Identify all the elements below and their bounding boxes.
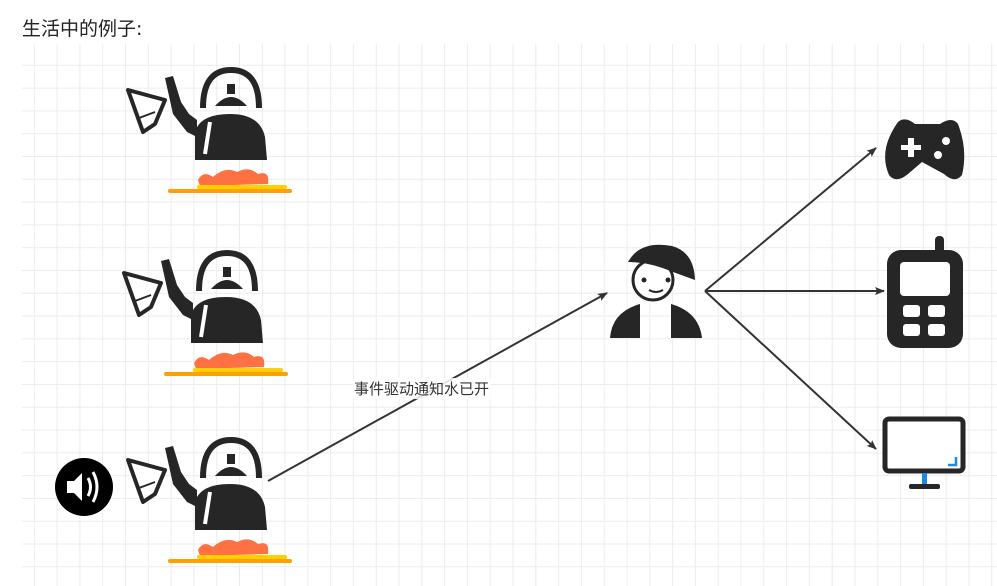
monitor-icon (882, 416, 966, 489)
edge-person-to-gamepad (704, 147, 877, 292)
page-heading: 生活中的例子: (22, 18, 143, 40)
edge-label: 事件驱动通知水已开 (352, 378, 492, 399)
mobile-phone-icon (887, 236, 963, 348)
kettle-1 (128, 70, 292, 193)
edge-person-to-monitor (704, 290, 877, 450)
kettle-3 (128, 440, 292, 563)
speaker-icon (55, 458, 113, 516)
gamepad-icon (885, 119, 965, 180)
kettle-2 (124, 253, 288, 376)
person-icon (610, 244, 702, 338)
